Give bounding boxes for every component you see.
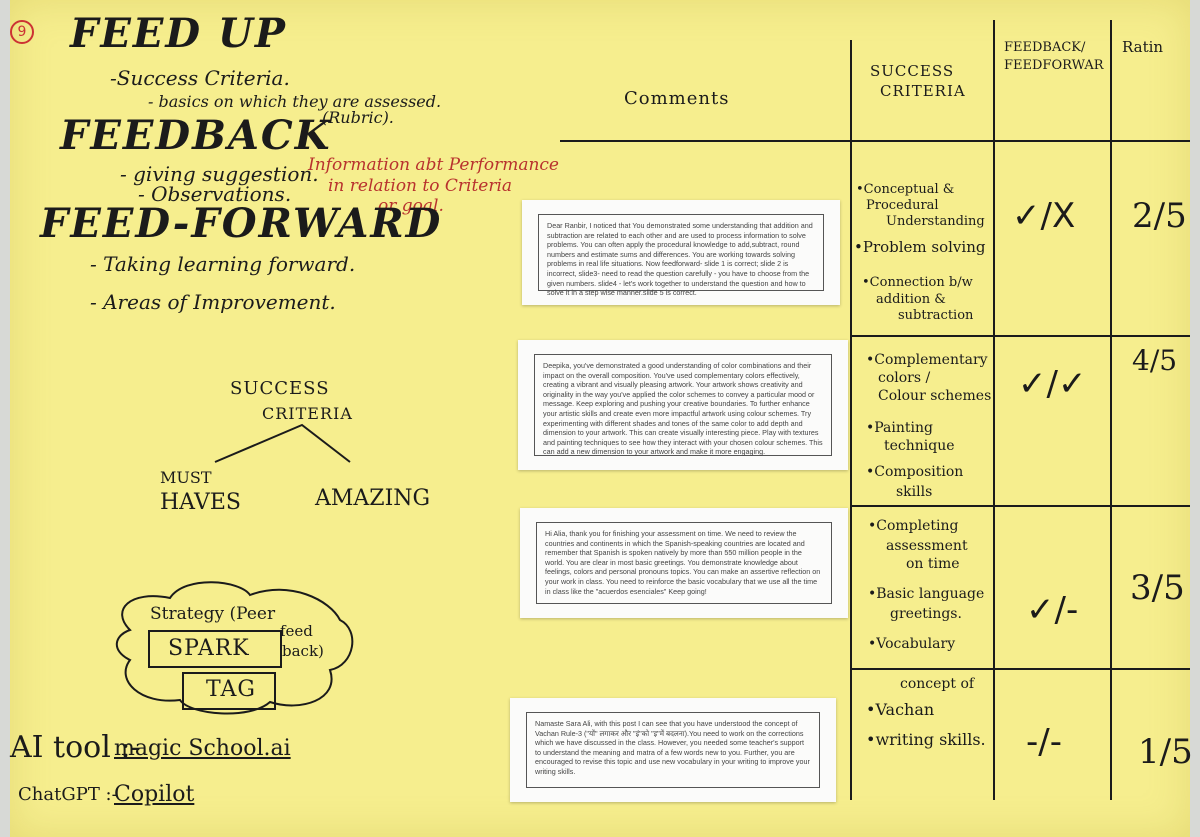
rating-header: Ratin — [1122, 38, 1164, 56]
feedback-mark-4: -/- — [1026, 722, 1062, 762]
criteria-2-6: •Composition — [866, 464, 964, 480]
tree-must: MUST — [160, 468, 212, 487]
feedback-header-2: FEEDFORWAR — [1004, 58, 1104, 73]
comment-note-3: Hi Alia, thank you for finishing your as… — [520, 508, 848, 618]
rating-1: 2/5 — [1132, 196, 1187, 236]
rating-3: 3/5 — [1130, 568, 1185, 608]
criteria-2-7: skills — [896, 484, 933, 500]
criteria-1-7: subtraction — [898, 308, 974, 323]
comment-note-4: Namaste Sara Ali, with this post I can s… — [510, 698, 836, 802]
comment-note-2: Deepika, you've demonstrated a good unde… — [518, 340, 848, 470]
comment-text-3: Hi Alia, thank you for finishing your as… — [536, 522, 832, 604]
feedback-side-2: back) — [282, 642, 324, 660]
criteria-3-3: on time — [906, 556, 960, 572]
ai-tool-value: magic School.ai — [114, 736, 291, 761]
chatgpt-value: Copilot — [114, 782, 195, 807]
feedback-note-line-3: or goal. — [378, 196, 444, 216]
feedback-mark-3: ✓/- — [1026, 590, 1079, 630]
criteria-4-3: •writing skills. — [866, 730, 986, 749]
tree-haves: HAVES — [160, 490, 241, 515]
criteria-1-1: •Conceptual & — [856, 182, 955, 197]
feedback-mark-1: ✓/X — [1012, 196, 1076, 236]
feedback-mark-2: ✓/✓ — [1018, 364, 1087, 404]
criteria-3-2: assessment — [886, 538, 968, 554]
feedback-item-2: - Observations. — [138, 182, 292, 206]
tree-amazing: AMAZING — [315, 486, 431, 511]
col-divider-2 — [993, 20, 995, 800]
spark-label: SPARK — [168, 636, 250, 661]
criteria-3-5: greetings. — [890, 606, 962, 622]
criteria-2-4: •Painting — [866, 420, 933, 436]
criteria-4-1: concept of — [900, 676, 975, 692]
tag-label: TAG — [206, 677, 256, 702]
row-divider-3 — [850, 668, 1190, 670]
feed-up-item-3: (Rubric). — [322, 108, 394, 127]
chatgpt-label: ChatGPT :- — [18, 784, 118, 805]
criteria-1-2: Procedural — [866, 198, 939, 213]
spark-box — [148, 630, 282, 668]
criteria-3-4: •Basic language — [868, 586, 985, 602]
col-divider-3 — [1110, 20, 1112, 800]
col-divider-1 — [850, 40, 852, 800]
criteria-1-3: Understanding — [886, 214, 985, 229]
feedback-note-line-1: Information abt Performance — [308, 155, 559, 175]
comment-note-1: Dear Ranbir, I noticed that You demonstr… — [522, 200, 840, 305]
feed-forward-item-2: - Areas of Improvement. — [90, 290, 336, 314]
feedback-note-line-2: in relation to Criteria — [328, 176, 513, 196]
criteria-1-6: addition & — [876, 292, 946, 307]
tag-box — [182, 672, 276, 710]
feedback-side-1: feed — [280, 622, 313, 640]
comments-header: Comments — [624, 88, 730, 109]
comment-text-2: Deepika, you've demonstrated a good unde… — [534, 354, 832, 456]
tree-success: SUCCESS — [230, 378, 330, 399]
feedback-item-1: - giving suggestion. — [120, 162, 319, 186]
criteria-2-2: colors / — [878, 370, 931, 386]
feed-forward-item-1: - Taking learning forward. — [90, 252, 356, 276]
corner-number-tag: 9 — [10, 20, 34, 44]
feedback-header-1: FEEDBACK/ — [1004, 40, 1086, 55]
criteria-2-3: Colour schemes — [878, 388, 992, 404]
criteria-4-2: •Vachan — [866, 700, 935, 719]
feed-up-item-2: - basics on which they are assessed. — [148, 92, 442, 111]
criteria-2-1: •Complementary — [866, 352, 988, 368]
strategy-label: Strategy (Peer — [150, 604, 276, 624]
poster: 9 FEED UP -Success Criteria. - basics on… — [10, 0, 1193, 837]
criteria-3-6: •Vocabulary — [868, 636, 956, 652]
heading-feed-up: FEED UP — [70, 10, 287, 57]
comment-text-4: Namaste Sara Ali, with this post I can s… — [526, 712, 820, 788]
ai-tool-label: AI tool :- — [10, 730, 141, 765]
rating-4: 1/5 — [1138, 732, 1193, 772]
tree-criteria: CRITERIA — [262, 404, 353, 423]
rating-2: 4/5 — [1132, 344, 1178, 377]
criteria-header-1: SUCCESS — [870, 62, 955, 80]
heading-feedback: FEEDBACK — [60, 112, 332, 159]
criteria-1-5: •Connection b/w — [862, 275, 973, 290]
feed-up-item-1: -Success Criteria. — [110, 66, 290, 90]
row-divider-1 — [850, 335, 1190, 337]
hand-drawn-lines — [115, 423, 354, 715]
heading-feed-forward: FEED-FORWARD — [40, 200, 443, 247]
criteria-2-5: technique — [884, 438, 955, 454]
comment-text-1: Dear Ranbir, I noticed that You demonstr… — [538, 214, 824, 297]
header-divider — [560, 140, 1190, 142]
criteria-header-2: CRITERIA — [880, 82, 966, 100]
criteria-3-1: •Completing — [868, 518, 959, 534]
criteria-1-4: •Problem solving — [854, 238, 986, 256]
row-divider-2 — [850, 505, 1190, 507]
